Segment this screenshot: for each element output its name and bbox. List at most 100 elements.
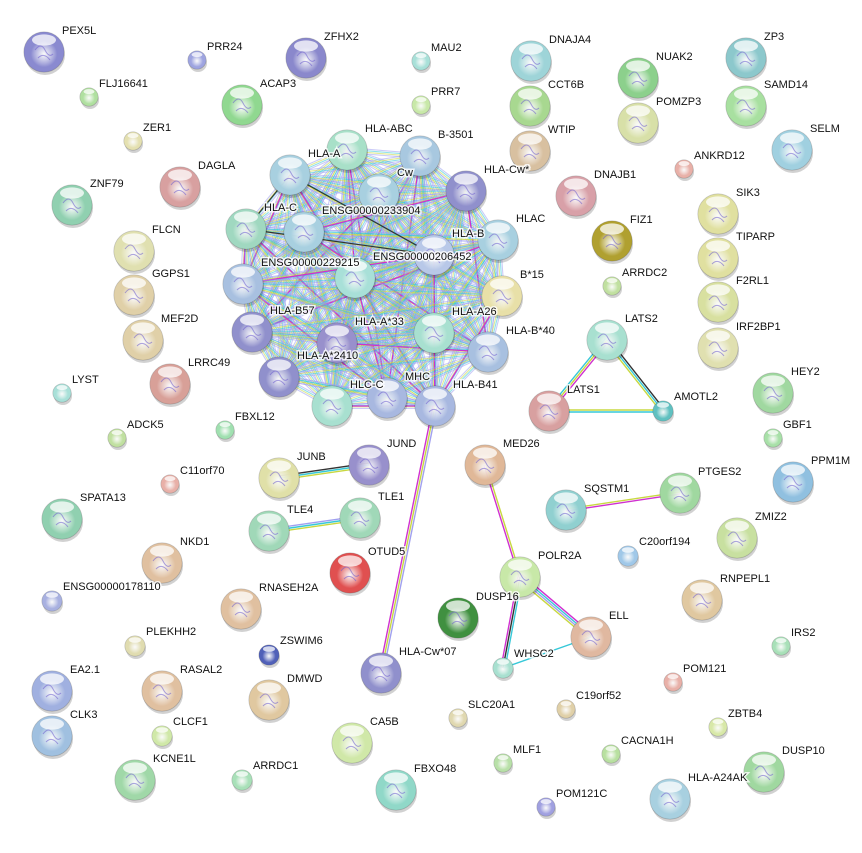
node-label[interactable]: IRF2BP1 — [735, 319, 783, 334]
node-label[interactable]: HLA-A*33 — [354, 314, 406, 329]
node-zmiz2[interactable] — [716, 517, 758, 561]
node-ca5b[interactable] — [331, 722, 373, 766]
node-label[interactable]: SELM — [809, 121, 842, 136]
node-c19orf52[interactable] — [556, 699, 576, 721]
node-label[interactable]: FIZ1 — [629, 212, 655, 227]
node-label[interactable]: DUSP10 — [781, 743, 827, 758]
node-fbxl12[interactable] — [215, 420, 235, 442]
node-sik3[interactable] — [697, 193, 739, 237]
node-label[interactable]: JUND — [386, 436, 418, 451]
node-lats2[interactable] — [586, 319, 628, 363]
node-ensg00000233904[interactable] — [283, 211, 325, 255]
node-label[interactable]: POLR2A — [537, 548, 584, 563]
node-label[interactable]: ACAP3 — [259, 76, 298, 91]
node-label[interactable]: HLA-C — [263, 200, 299, 215]
node-label[interactable]: MED26 — [502, 436, 542, 451]
node-hla-b41[interactable] — [414, 385, 456, 429]
node-rasal2[interactable] — [141, 670, 183, 714]
node-label[interactable]: ENSG00000178110 — [62, 579, 163, 594]
node-label[interactable]: HLA-B41 — [452, 377, 500, 392]
node-label[interactable]: ZNF79 — [89, 176, 126, 191]
node-label[interactable]: FBXO48 — [413, 761, 458, 776]
node-label[interactable]: ELL — [608, 608, 631, 623]
node-label[interactable]: TIPARP — [735, 229, 777, 244]
node-hla-abc[interactable] — [326, 129, 368, 173]
node-selm[interactable] — [771, 129, 813, 173]
node-label[interactable]: CLK3 — [69, 707, 100, 722]
node-fiz1[interactable] — [591, 220, 633, 264]
node-ggps1[interactable] — [113, 274, 155, 318]
node-label[interactable]: SAMD14 — [763, 77, 810, 92]
node-lyst[interactable] — [52, 383, 72, 405]
node-hla-a24ak[interactable] — [649, 778, 691, 822]
node-b-15[interactable] — [481, 275, 523, 319]
node-irf2bp1[interactable] — [697, 327, 739, 371]
node-label[interactable]: B-3501 — [437, 127, 475, 142]
node-nkd1[interactable] — [141, 542, 183, 586]
node-samd14[interactable] — [725, 85, 767, 129]
node-tiparp[interactable] — [697, 237, 739, 281]
node-irs2[interactable] — [771, 636, 791, 658]
node-acap3[interactable] — [221, 84, 263, 128]
node-label[interactable]: HLA-B*40 — [505, 323, 557, 338]
node-label[interactable]: C19orf52 — [575, 688, 623, 703]
node-label[interactable]: PRR24 — [206, 39, 244, 54]
node-label[interactable]: MEF2D — [160, 311, 200, 326]
node-label[interactable]: CLCF1 — [172, 714, 210, 729]
node-arrdc1[interactable] — [231, 769, 253, 793]
node-label[interactable]: LATS1 — [566, 382, 602, 397]
node-junb[interactable] — [258, 457, 300, 501]
node-label[interactable]: CA5B — [369, 714, 401, 729]
node-label[interactable]: ADCK5 — [126, 417, 166, 432]
node-label[interactable]: LATS2 — [624, 311, 660, 326]
node-label[interactable]: ENSG00000229215 — [260, 255, 361, 270]
node-label[interactable]: NKD1 — [179, 534, 211, 549]
node-label[interactable]: HLC-C — [349, 377, 386, 392]
node-ensg00000206452[interactable] — [334, 257, 376, 301]
node-label[interactable]: PEX5L — [61, 23, 98, 38]
node-label[interactable]: OTUD5 — [367, 544, 407, 559]
node-label[interactable]: SQSTM1 — [583, 481, 631, 496]
node-label[interactable]: TLE1 — [377, 489, 406, 504]
node-zer1[interactable] — [123, 131, 143, 153]
node-hlac[interactable] — [477, 219, 519, 263]
node-ptges2[interactable] — [659, 472, 701, 516]
node-label[interactable]: HLA-A24AK — [687, 770, 750, 785]
node-hla-a[interactable] — [269, 154, 311, 198]
node-tle1[interactable] — [339, 497, 381, 541]
node-spata13[interactable] — [41, 498, 83, 542]
node-znf79[interactable] — [51, 184, 93, 228]
node-dagla[interactable] — [159, 166, 201, 210]
node-zp3[interactable] — [725, 37, 767, 81]
node-hla-c[interactable] — [225, 208, 267, 252]
node-ell[interactable] — [570, 616, 612, 660]
node-label[interactable]: ZER1 — [142, 120, 173, 135]
node-prr7[interactable] — [411, 95, 431, 117]
node-hla-cw-07[interactable] — [360, 652, 402, 696]
node-amotl2[interactable] — [652, 400, 674, 424]
node-label[interactable]: FLCN — [151, 222, 183, 237]
node-lats1[interactable] — [528, 390, 570, 434]
node-adck5[interactable] — [107, 428, 127, 450]
node-label[interactable]: PLEKHH2 — [145, 624, 198, 639]
node-label[interactable]: WHSC2 — [513, 646, 556, 661]
node-med26[interactable] — [464, 444, 506, 488]
node-kcne1l[interactable] — [114, 759, 156, 803]
node-zfhx2[interactable] — [285, 37, 327, 81]
node-flcn[interactable] — [113, 230, 155, 274]
node-c11orf70[interactable] — [160, 474, 180, 496]
node-label[interactable]: ZSWIM6 — [279, 633, 325, 648]
node-label[interactable]: HLA-A26 — [451, 304, 499, 319]
node-label[interactable]: LYST — [71, 372, 101, 387]
node-label[interactable]: WTIP — [547, 122, 578, 137]
node-hlc-c[interactable] — [311, 385, 353, 429]
node-label[interactable]: ARRDC1 — [252, 758, 300, 773]
node-label[interactable]: POM121 — [682, 661, 728, 676]
node-label[interactable]: ZMIZ2 — [754, 509, 789, 524]
node-zswim6[interactable] — [258, 644, 280, 668]
node-dnaja4[interactable] — [510, 40, 552, 84]
node-zbtb4[interactable] — [708, 717, 728, 739]
node-dmwd[interactable] — [248, 679, 290, 723]
node-hla-b57[interactable] — [231, 311, 273, 355]
node-hla-a26[interactable] — [413, 312, 455, 356]
